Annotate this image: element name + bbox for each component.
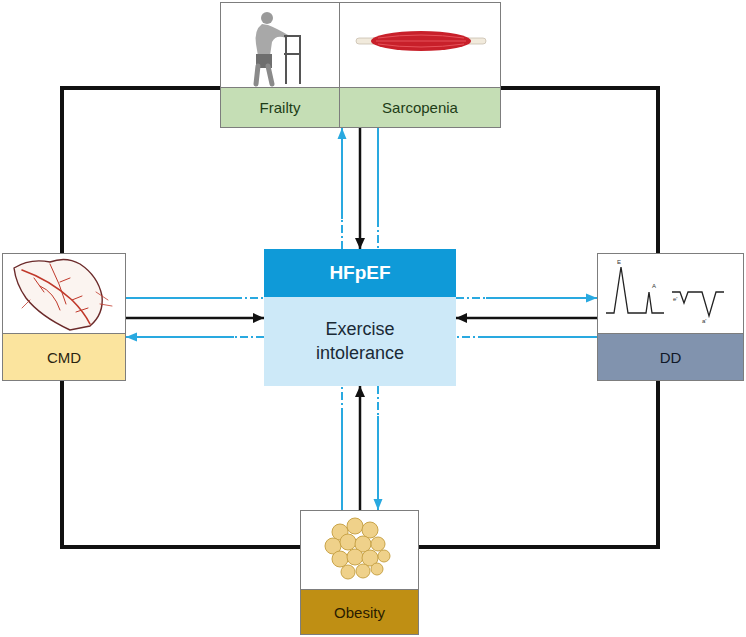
connector-segment	[62, 88, 220, 253]
connector-segment	[341, 386, 343, 416]
connector-segment	[234, 336, 264, 338]
frailty-icon	[256, 12, 300, 84]
fat-cells-icon	[325, 518, 390, 579]
condition-label: Sarcopenia	[382, 99, 458, 116]
label-band: Obesity	[301, 589, 418, 634]
connector-segment	[359, 128, 362, 249]
connector	[378, 128, 379, 249]
connector-segment	[501, 88, 658, 253]
connector	[126, 337, 264, 338]
connector-segment	[486, 297, 597, 299]
connector	[126, 318, 264, 319]
header-band: HFpEF	[264, 249, 456, 297]
connector-segment	[341, 416, 343, 510]
central-box: HFpEF Exercise intolerance	[264, 249, 456, 386]
wave-label: E	[617, 259, 621, 265]
connector-segment	[486, 336, 597, 338]
wave-label: A	[652, 283, 656, 289]
condition-box: CMD	[2, 253, 126, 381]
connector	[342, 386, 343, 510]
connector-segment	[377, 219, 379, 249]
label-band: Sarcopenia	[340, 87, 500, 127]
label-band: Frailty	[221, 87, 339, 127]
heart-icon	[14, 259, 112, 330]
connector-segment	[419, 381, 658, 547]
connector-segment	[377, 416, 379, 510]
label-band: DD	[598, 333, 743, 380]
connector	[360, 128, 361, 249]
connector	[62, 381, 300, 547]
connector	[378, 386, 379, 510]
connector	[456, 298, 597, 299]
connector	[501, 88, 658, 253]
condition-label: CMD	[47, 349, 81, 366]
muscle-icon	[356, 31, 486, 51]
label-band: CMD	[3, 333, 125, 380]
body-text: Exercise intolerance	[300, 318, 420, 365]
connector-segment	[377, 128, 379, 219]
connector-segment	[456, 297, 486, 299]
connector	[360, 386, 361, 510]
connector-segment	[62, 381, 300, 547]
wave-label: a'	[702, 318, 706, 324]
connector-segment	[126, 297, 234, 299]
connector-segment	[456, 336, 486, 338]
condition-box: Obesity	[300, 510, 419, 635]
connector	[126, 298, 264, 299]
connector-segment	[126, 317, 264, 320]
condition-box: DD	[597, 253, 744, 381]
condition-label: Obesity	[334, 604, 385, 621]
body-band: Exercise intolerance	[264, 297, 456, 386]
condition-label: Frailty	[260, 99, 301, 116]
connector	[62, 88, 220, 253]
connector-segment	[341, 128, 343, 219]
condition-box: Sarcopenia	[339, 2, 501, 128]
connector	[456, 337, 597, 338]
wave-label: e'	[673, 296, 677, 302]
condition-label: DD	[660, 349, 682, 366]
connector-segment	[126, 336, 234, 338]
doppler-icon	[606, 267, 724, 316]
heading-text: HFpEF	[329, 262, 390, 284]
connector	[456, 318, 597, 319]
connector-segment	[456, 317, 597, 320]
connector	[342, 128, 343, 249]
connector-segment	[377, 386, 379, 416]
connector-segment	[234, 297, 264, 299]
connector-segment	[341, 219, 343, 249]
connector-segment	[359, 386, 362, 510]
condition-box: Frailty	[220, 2, 340, 128]
connector	[419, 381, 658, 547]
